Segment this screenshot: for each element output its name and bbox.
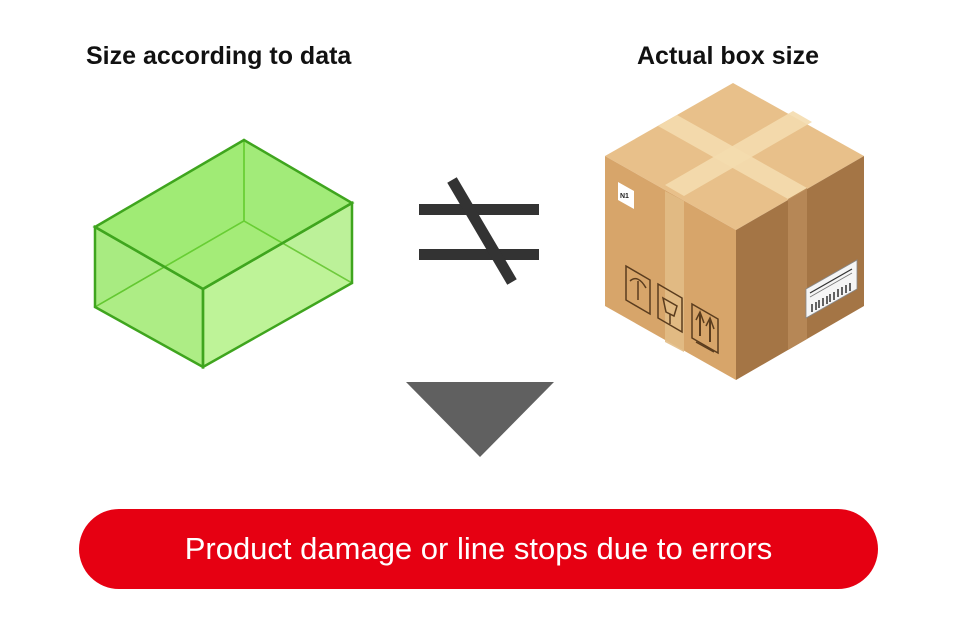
svg-text:N1: N1 [620,193,629,200]
down-triangle-icon [406,382,554,457]
result-banner: Product damage or line stops due to erro… [79,509,878,589]
this-side-up-icon [691,302,719,355]
fragile-handling-icon [657,282,683,334]
box-n1-label: N1 [618,182,634,209]
umbrella-handling-icon [625,264,651,316]
box-top-tape-b [665,111,812,196]
result-text: Product damage or line stops due to erro… [184,531,773,566]
data-box-wireframe-icon [92,138,355,370]
wireframe-top-face [92,138,355,291]
not-equal-icon [419,177,539,285]
box-right-tape [788,188,807,350]
barcode-label-icon [805,259,858,319]
data-size-title: Size according to data [86,42,352,70]
actual-size-title: Actual box size [637,42,819,70]
box-left-tape [665,191,684,352]
cardboard-box-icon: N1 [605,83,864,380]
